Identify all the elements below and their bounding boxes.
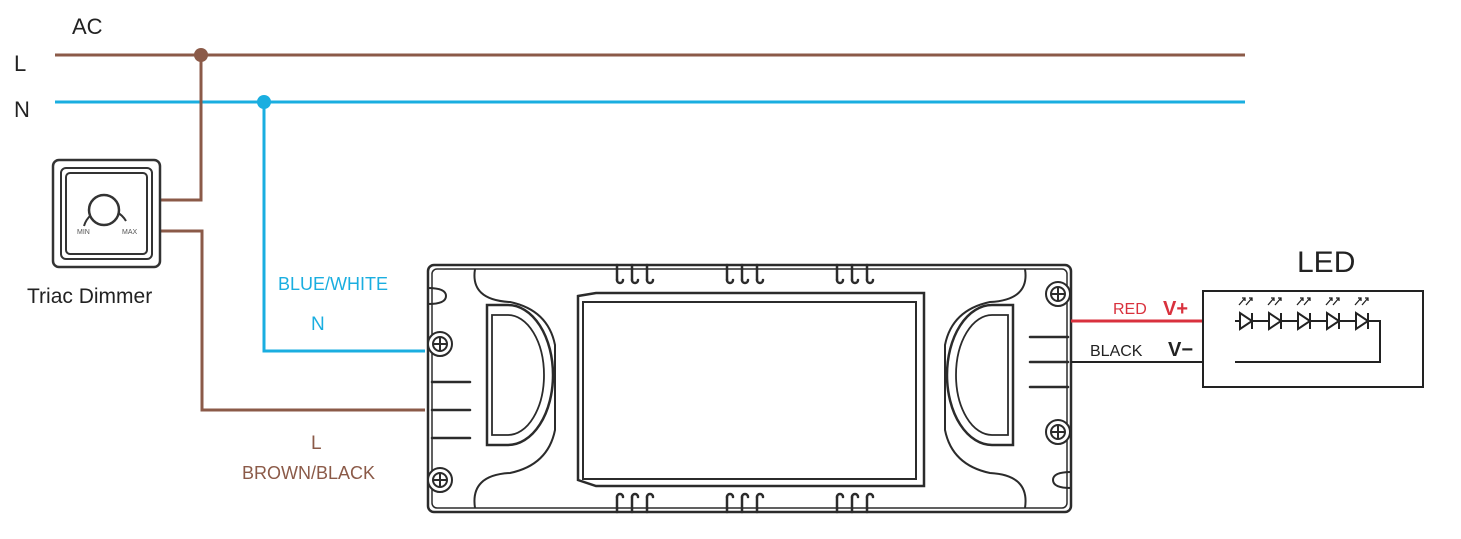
v-minus-label: V− bbox=[1168, 339, 1193, 361]
led-label: LED bbox=[1297, 246, 1355, 279]
blue-white-label: BLUE/WHITE bbox=[278, 274, 388, 294]
led-diode-icon bbox=[1267, 297, 1283, 331]
led-diode-icon bbox=[1238, 297, 1254, 331]
screw-icon bbox=[1045, 419, 1071, 445]
dimmer-label: Triac Dimmer bbox=[27, 285, 152, 308]
screw-icon bbox=[1045, 281, 1071, 307]
led-module bbox=[1202, 290, 1424, 388]
live-drop-wire bbox=[160, 55, 203, 202]
screw-icon bbox=[427, 467, 453, 493]
led-diode-icon bbox=[1354, 297, 1370, 331]
dimmer-max-label: MAX bbox=[122, 229, 138, 236]
led-driver bbox=[426, 263, 1073, 514]
black-wire-label: BLACK bbox=[1090, 343, 1143, 360]
triac-dimmer: MIN MAX bbox=[51, 158, 162, 269]
v-plus-label: V+ bbox=[1163, 298, 1188, 320]
neutral-drop-wire bbox=[262, 102, 425, 353]
driver-vent-slots bbox=[430, 263, 1070, 514]
neutral-label: N bbox=[14, 97, 30, 122]
dimmer-knob bbox=[87, 193, 121, 227]
n-wire-label: N bbox=[311, 314, 325, 335]
red-wire-label: RED bbox=[1113, 301, 1147, 318]
ac-label: AC bbox=[72, 14, 103, 39]
l-wire-label: L bbox=[311, 433, 322, 454]
terminal-screws bbox=[427, 281, 1071, 493]
brown-black-label: BROWN/BLACK bbox=[242, 463, 375, 483]
led-string bbox=[1235, 297, 1381, 363]
led-diode-icon bbox=[1325, 297, 1341, 331]
dimmer-min-label: MIN bbox=[77, 229, 90, 236]
screw-icon bbox=[427, 331, 453, 357]
led-diode-icon bbox=[1296, 297, 1312, 331]
dimmed-live-wire bbox=[160, 229, 425, 412]
line-label: L bbox=[14, 51, 26, 76]
